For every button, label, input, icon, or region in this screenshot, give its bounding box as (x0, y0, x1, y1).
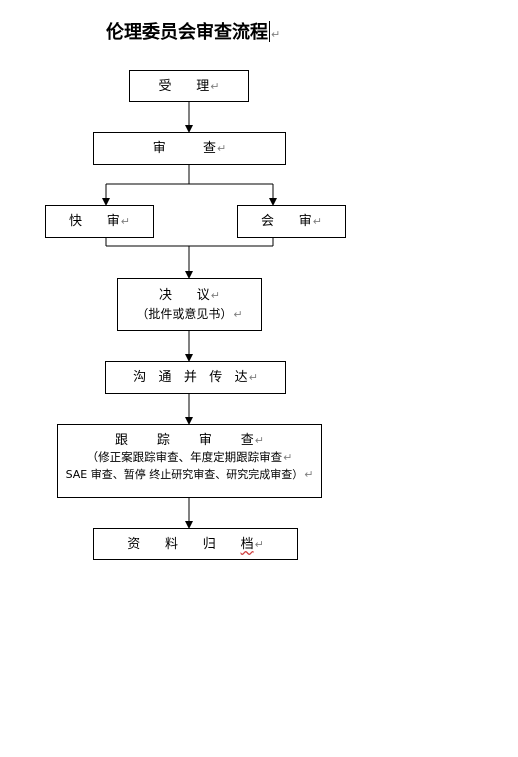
node-communicate-label: 沟 通 并 传 达↵ (133, 370, 258, 385)
paragraph-mark-icon: ↵ (283, 451, 293, 464)
paragraph-mark-icon: ↵ (216, 142, 227, 155)
paragraph-mark-icon: ↵ (120, 215, 130, 228)
paragraph-mark-icon: ↵ (210, 80, 220, 93)
node-tracking-sublabel-1: （修正案跟踪审查、年度定期跟踪审查↵ (86, 450, 293, 464)
node-review: 审 查↵ (93, 132, 286, 165)
paragraph-mark-icon: ↵ (254, 434, 264, 447)
node-fast-review: 快 审↵ (45, 205, 154, 238)
paragraph-mark-icon: ↵ (210, 289, 220, 302)
paragraph-mark-icon: ↵ (254, 538, 264, 551)
node-tracking-sublabel-2: SAE 审查、暂停 终止研究审查、研究完成审查）↵ (65, 467, 314, 481)
node-decision-sublabel: （批件或意见书）↵ (136, 307, 243, 321)
title-text: 伦理委员会审查流程 (106, 22, 268, 43)
spellcheck-underlined-word: 档 (240, 537, 254, 552)
node-fast-review-label: 快 审↵ (68, 214, 130, 229)
node-accept: 受 理↵ (129, 70, 249, 102)
node-communicate: 沟 通 并 传 达↵ (105, 361, 286, 394)
node-accept-label: 受 理↵ (158, 79, 220, 94)
node-tracking-review: 跟 踪 审 查↵ （修正案跟踪审查、年度定期跟踪审查↵ SAE 审查、暂停 终止… (57, 424, 322, 498)
node-review-label: 审 查↵ (152, 141, 227, 156)
node-decision-label: 决 议↵ (158, 288, 220, 303)
text-cursor (269, 21, 270, 42)
page-title: 伦理委员会审查流程↵ (106, 18, 280, 44)
paragraph-mark-icon: ↵ (233, 308, 243, 321)
paragraph-mark-icon: ↵ (304, 467, 314, 481)
node-meeting-review: 会 审↵ (237, 205, 346, 238)
paragraph-mark-icon: ↵ (271, 28, 281, 41)
node-tracking-label: 跟 踪 审 查↵ (115, 433, 264, 448)
paragraph-mark-icon: ↵ (248, 371, 258, 384)
paragraph-mark-icon: ↵ (312, 215, 322, 228)
node-archive: 资 料 归 档↵ (93, 528, 298, 560)
node-meeting-review-label: 会 审↵ (260, 214, 322, 229)
node-archive-label: 资 料 归 档↵ (127, 537, 264, 552)
node-decision: 决 议↵ （批件或意见书）↵ (117, 278, 262, 331)
